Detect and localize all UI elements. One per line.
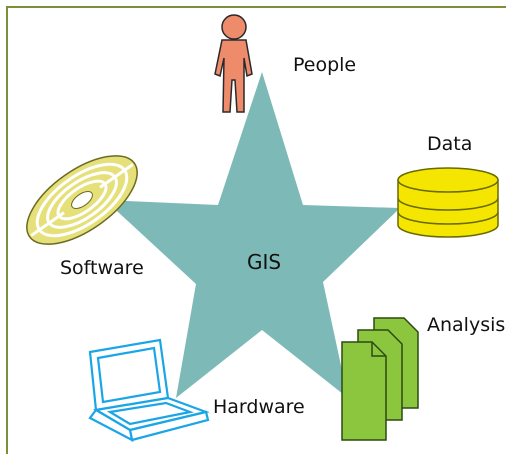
documents-icon bbox=[341, 317, 419, 441]
label-software: Software bbox=[60, 257, 144, 279]
slide-frame bbox=[6, 6, 506, 454]
person-icon bbox=[214, 14, 253, 113]
gis-star bbox=[105, 72, 400, 398]
label-data: Data bbox=[427, 133, 473, 155]
label-people: People bbox=[293, 54, 357, 76]
laptop-icon bbox=[88, 338, 210, 443]
label-gis: GIS bbox=[247, 250, 282, 274]
disc-icon bbox=[26, 155, 138, 245]
label-analysis: Analysis bbox=[427, 314, 506, 336]
database-icon bbox=[397, 167, 499, 238]
label-hardware: Hardware bbox=[213, 396, 305, 418]
